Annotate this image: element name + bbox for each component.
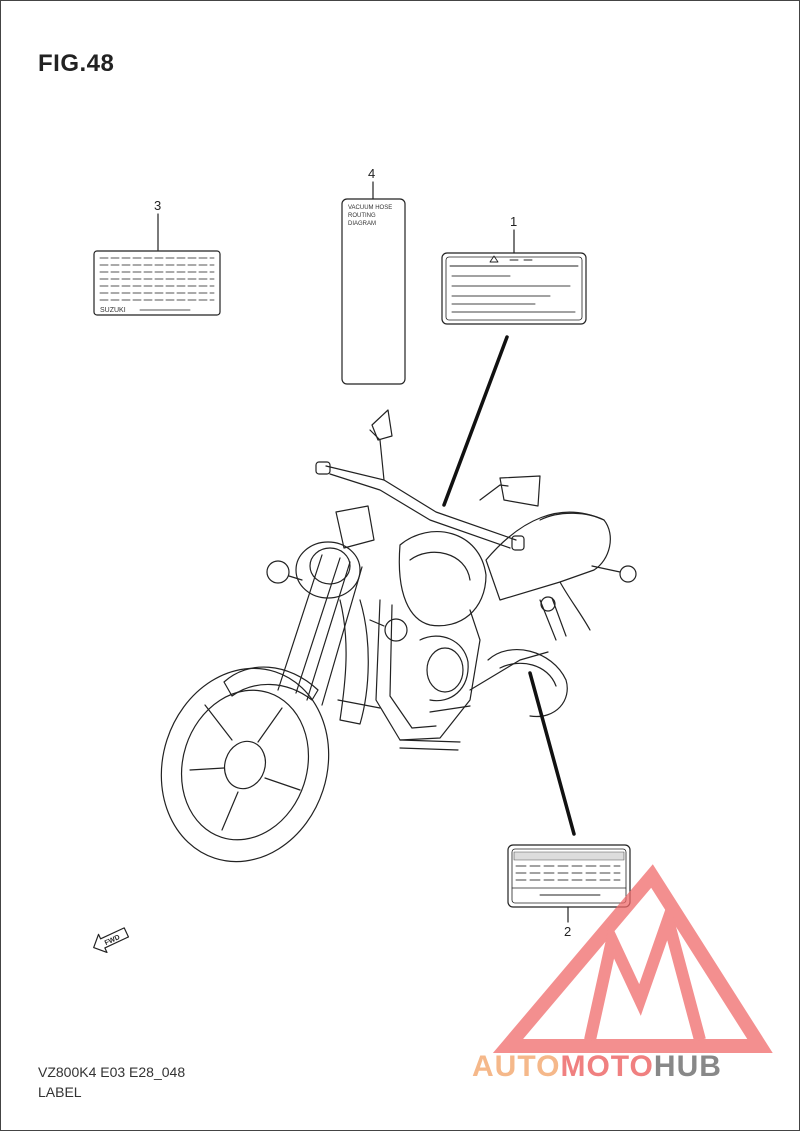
label-1-pointer	[442, 335, 509, 507]
label-2-sticker	[507, 844, 631, 908]
watermark-text-hub: HUB	[653, 1050, 722, 1083]
callout-1: 1	[510, 214, 517, 229]
figure-caption: LABEL	[38, 1084, 82, 1100]
label-4-line-2: ROUTING	[348, 213, 376, 219]
callout-4: 4	[368, 166, 375, 181]
watermark-logo-mark	[492, 864, 773, 1053]
watermark-text-auto: AUTO	[472, 1050, 561, 1083]
label-2-pointer	[528, 671, 576, 836]
watermark-text: AUTOMOTOHUB	[472, 1050, 722, 1084]
watermark-text-moto: MOTO	[560, 1050, 654, 1083]
label-3-brand: SUZUKI	[100, 307, 126, 314]
figure-title: FIG.48	[38, 50, 115, 77]
label-3-sticker: SUZUKI	[93, 250, 221, 316]
label-4-line-3: DIAGRAM	[348, 221, 376, 227]
label-1-sticker	[441, 252, 587, 325]
model-code: VZ800K4 E03 E28_048	[38, 1064, 186, 1080]
label-4-sticker: VACUUM HOSE ROUTING DIAGRAM	[341, 198, 406, 385]
callout-2: 2	[564, 924, 571, 939]
fwd-direction-arrow: FWD	[93, 927, 130, 954]
label-4-line-1: VACUUM HOSE	[348, 205, 392, 211]
callout-3: 3	[154, 198, 161, 213]
motorcycle-outline	[160, 409, 637, 863]
